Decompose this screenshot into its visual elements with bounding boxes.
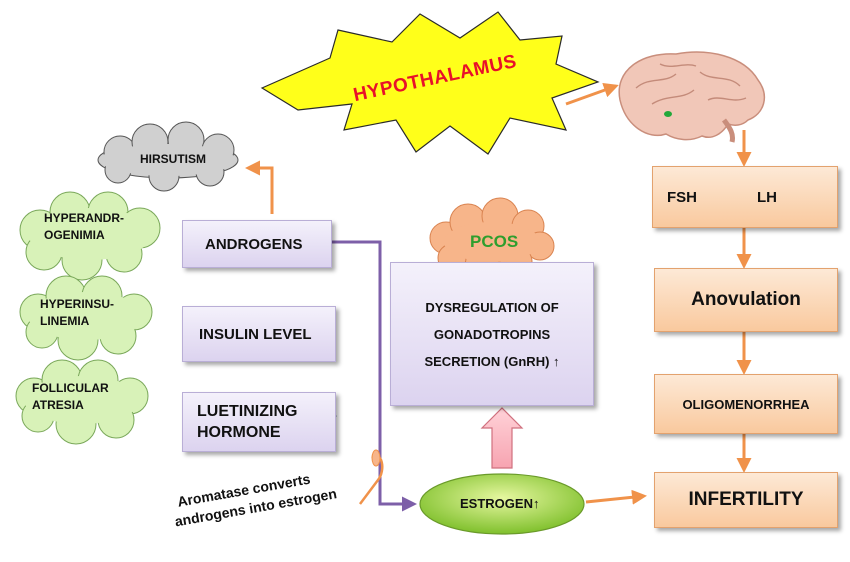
androgens-label: ANDROGENS	[205, 235, 303, 253]
dysregulation-line2: GONADOTROPINS	[433, 326, 551, 342]
lh-label: LH	[757, 188, 777, 206]
androgens-box: ANDROGENS	[182, 220, 332, 268]
insulin-level-label: INSULIN LEVEL	[199, 325, 312, 343]
hyperandrogenimia-line1: HYPERANDR-	[44, 211, 125, 225]
hyperinsulinemia-label: HYPERINSU- LINEMIA	[40, 296, 114, 330]
fsh-lh-box: FSH LH	[652, 166, 838, 228]
dysregulation-line3: SECRETION (GnRH) ↑	[424, 353, 560, 369]
luteinizing-line2: HORMONE	[197, 424, 281, 441]
hyperandrogenimia-line2: OGENIMIA	[44, 228, 105, 242]
pcos-label: PCOS	[470, 232, 519, 251]
androgens-to-hirsutism-arrow	[245, 160, 274, 214]
estrogen-node-shape	[419, 473, 585, 535]
estrogen-to-dysregulation-arrow	[480, 407, 524, 469]
dysregulation-line1: DYSREGULATION OF	[425, 299, 559, 315]
follicular-line2: ATRESIA	[32, 398, 84, 412]
infertility-box: INFERTILITY	[654, 472, 838, 528]
hypothalamus-to-brain-arrow	[565, 83, 619, 106]
oligomenorrhea-box: OLIGOMENORRHEA	[654, 374, 838, 434]
infertility-label: INFERTILITY	[688, 489, 804, 510]
hirsutism-label: HIRSUTISM	[140, 152, 206, 166]
dysregulation-box: DYSREGULATION OF GONADOTROPINS SECRETION…	[390, 262, 594, 406]
hyperandrogenimia-label: HYPERANDR- OGENIMIA	[44, 210, 124, 244]
fsh-label: FSH	[667, 188, 697, 206]
brain-icon	[618, 51, 766, 143]
oligomenorrhea-label: OLIGOMENORRHEA	[682, 396, 810, 412]
estrogen-label: ESTROGEN↑	[460, 496, 540, 511]
hypothalamus-starburst	[260, 11, 600, 155]
estrogen-to-infertility-arrow	[585, 489, 647, 505]
follicular-atresia-label: FOLLICULAR ATRESIA	[32, 380, 109, 414]
hyperinsulinemia-line1: HYPERINSU-	[40, 297, 115, 311]
follicular-line1: FOLLICULAR	[32, 381, 109, 395]
androgens-to-estrogen-arrow	[332, 240, 417, 512]
insulin-level-box: INSULIN LEVEL	[182, 306, 336, 362]
luteinizing-hormone-box: LUETINIZING HORMONE	[182, 392, 336, 452]
luteinizing-line1: LUETINIZING	[197, 403, 298, 420]
hyperinsulinemia-line2: LINEMIA	[40, 314, 90, 328]
anovulation-label: Anovulation	[691, 289, 801, 310]
anovulation-box: Anovulation	[654, 268, 838, 332]
